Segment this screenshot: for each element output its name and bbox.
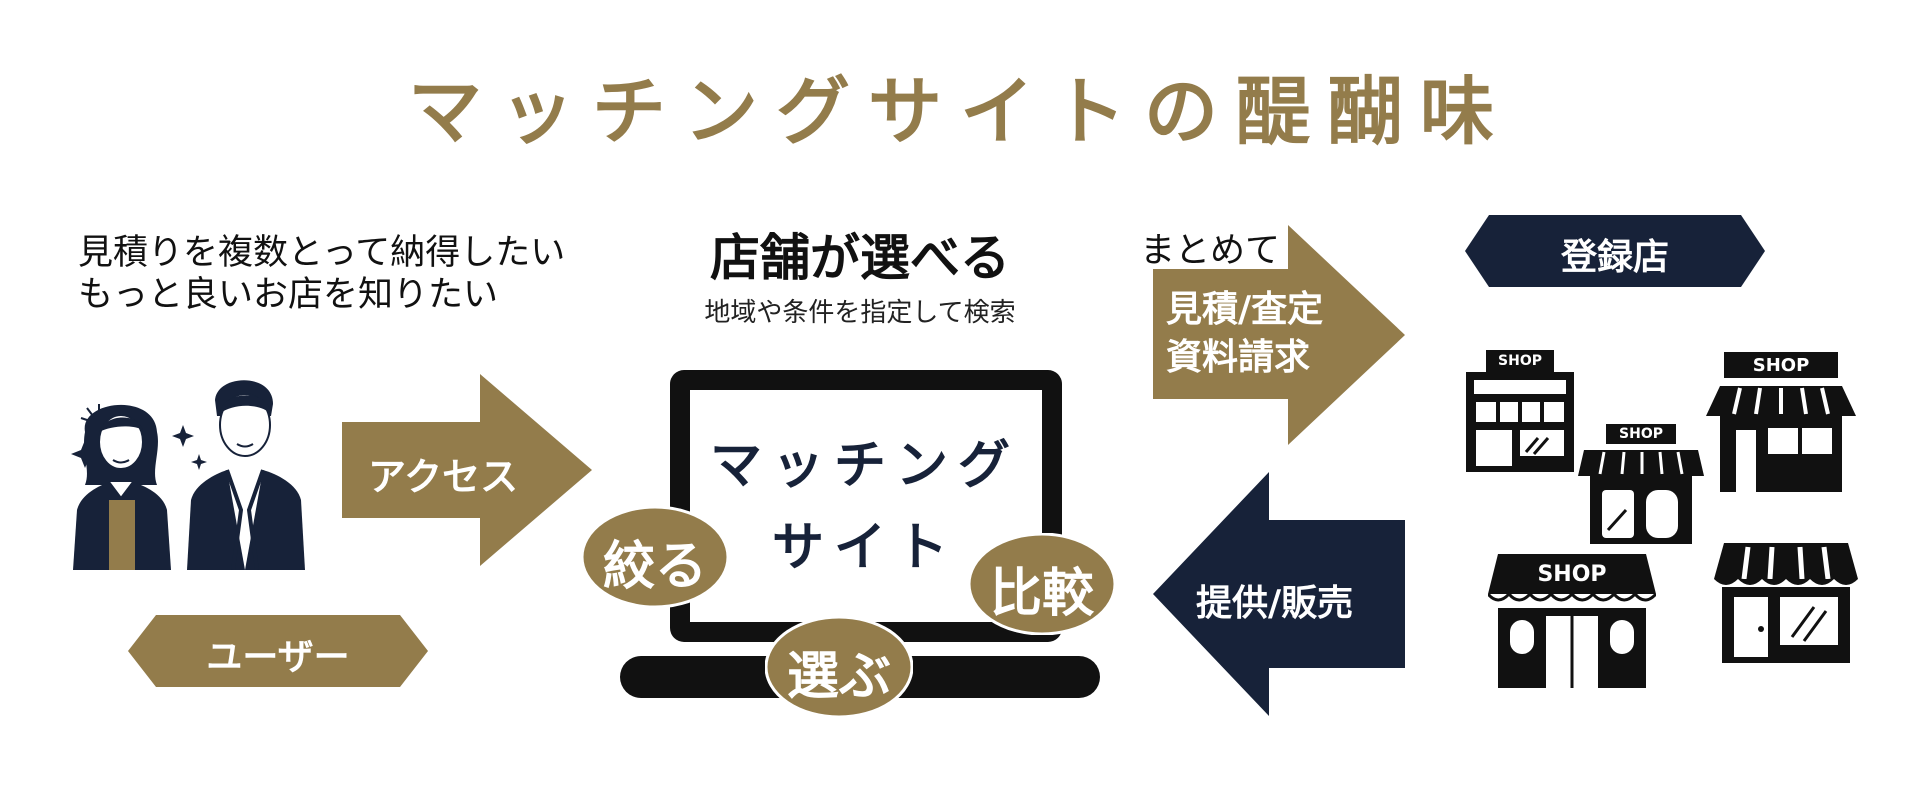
screen-text: マッチング サイト [690,425,1040,589]
page-title: マッチングサイトの醍醐味 [408,69,1512,155]
bubble-choose [765,616,913,718]
request-line: 資料請求 [1166,337,1311,378]
shop-icon: SHOP [1462,350,1578,472]
shop-icon: SHOP [1488,554,1656,688]
bubble-narrow-label: 絞る [602,537,707,597]
user-need-line: もっと良いお店を知りたい [78,275,499,315]
access-arrow [342,374,592,566]
two-people-icon [71,380,305,570]
shop-sign: SHOP [1752,355,1810,376]
provide-label: 提供/販売 [1196,583,1354,624]
screen-line: マッチング [709,436,1020,496]
access-label: アクセス [368,455,519,499]
bubble-choose-label: 選ぶ [786,647,891,707]
user-needs-text: 見積りを複数とって納得したい もっと良いお店を知りたい [78,232,565,316]
screen-line: サイト [771,518,958,578]
shop-sign: SHOP [1498,353,1542,369]
request-arrow [1153,225,1405,445]
shop-icon: SHOP [1576,424,1706,544]
request-label: 見積/査定 資料請求 [1166,286,1323,382]
center-subheading: 地域や条件を指定して検索 [704,298,1016,328]
request-prefix: まとめて [1140,231,1281,271]
bubble-compare-label: 比較 [989,564,1094,624]
shops-label-badge [1465,215,1765,287]
shop-sign: SHOP [1537,562,1607,587]
shop-icon [1714,543,1858,663]
shop-sign: SHOP [1619,426,1663,442]
center-heading: 店舗が選べる [710,229,1010,287]
shops-label: 登録店 [1560,237,1669,278]
user-label-badge [128,615,428,687]
bubble-narrow [581,506,729,608]
request-line: 見積/査定 [1166,289,1324,330]
user-need-line: 見積りを複数とって納得したい [78,233,566,273]
shop-icon: SHOP [1706,352,1856,492]
bubble-compare [968,533,1116,635]
provide-arrow [1153,472,1405,716]
user-label: ユーザー [206,637,350,678]
